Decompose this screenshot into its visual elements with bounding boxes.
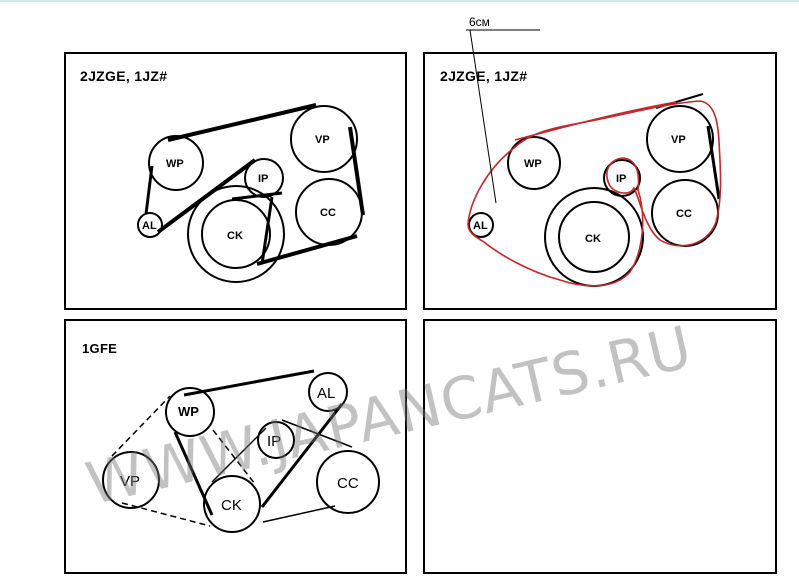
top-rule bbox=[0, 0, 799, 2]
pulley-wp bbox=[148, 135, 204, 191]
label-wp-1gfe: WP bbox=[178, 404, 199, 419]
pulley-vp bbox=[290, 105, 358, 173]
label-al-1gfe: AL bbox=[317, 385, 335, 402]
panel-title-top-left: 2JZGE, 1JZ# bbox=[80, 68, 168, 84]
label-ck-1gfe: CK bbox=[221, 497, 242, 514]
label-vp-1gfe: VP bbox=[120, 473, 140, 490]
label-ck-left: CK bbox=[227, 230, 243, 242]
pulley-ck-outer bbox=[187, 185, 285, 283]
label-vp-left: VP bbox=[315, 134, 330, 146]
panel-top-right bbox=[423, 52, 777, 310]
label-ip-left: IP bbox=[258, 173, 268, 185]
label-ck-right: CK bbox=[585, 233, 601, 245]
pulley-al bbox=[137, 212, 163, 238]
pulley-cc-1gfe bbox=[316, 450, 380, 514]
pulley-ck-1gfe bbox=[203, 475, 261, 533]
red-belt-sketch bbox=[467, 100, 722, 287]
label-cc-left: CC bbox=[320, 207, 336, 219]
label-ip-right: IP bbox=[616, 173, 626, 185]
pulley-ck-inner-right bbox=[558, 201, 630, 273]
pulley-ip-1gfe bbox=[257, 421, 295, 459]
label-wp-right: WP bbox=[524, 158, 542, 170]
label-vp-right: VP bbox=[671, 134, 686, 146]
panel-bottom-right bbox=[423, 319, 777, 574]
diagram-2jz-left bbox=[137, 103, 365, 283]
label-ip-1gfe: IP bbox=[267, 433, 281, 450]
label-cc-1gfe: CC bbox=[337, 475, 359, 492]
pulley-wp-1gfe bbox=[165, 387, 215, 437]
pulley-ck-inner bbox=[201, 199, 271, 269]
pulley-wp-right bbox=[507, 136, 561, 190]
label-wp-left: WP bbox=[166, 158, 184, 170]
measure-annotation bbox=[466, 29, 540, 204]
pulley-vp-right bbox=[646, 105, 714, 173]
pulley-al-right bbox=[468, 212, 494, 238]
panel-title-bottom-left: 1GFE bbox=[82, 341, 118, 356]
pulley-al-1gfe bbox=[308, 372, 348, 412]
pulley-ip bbox=[244, 158, 284, 198]
label-al-right: AL bbox=[473, 220, 488, 232]
panel-title-top-right: 2JZGE, 1JZ# bbox=[440, 68, 528, 84]
pulley-cc bbox=[295, 178, 363, 246]
label-cc-right: CC bbox=[676, 208, 692, 220]
label-al-left: AL bbox=[142, 220, 157, 232]
diagram-1gfe bbox=[102, 369, 380, 533]
pulley-vp-1gfe bbox=[102, 451, 160, 509]
measure-label: 6см bbox=[469, 15, 490, 29]
